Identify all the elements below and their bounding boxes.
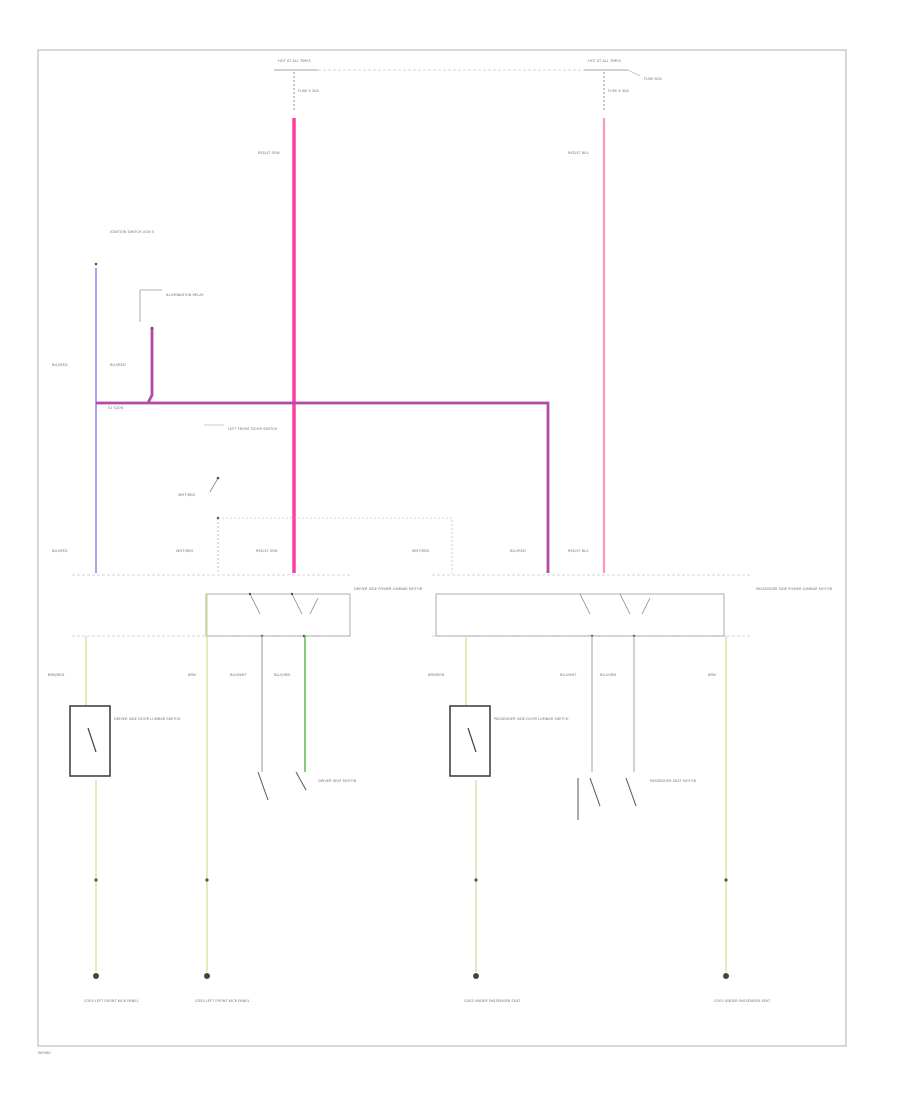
svg-text:FUSE BOX: FUSE BOX [644, 77, 662, 81]
svg-text:WHT/RED: WHT/RED [412, 549, 429, 553]
ground-1: G303 LEFT FRONT KICK PANEL [84, 973, 139, 1003]
svg-text:BRN: BRN [188, 673, 196, 677]
svg-text:DRIVER SIDE DOOR LUMBAR SWITCH: DRIVER SIDE DOOR LUMBAR SWITCH [114, 717, 181, 721]
svg-text:WHT/RED: WHT/RED [176, 549, 193, 553]
passenger-motor-module: PASSENGER SIDE POWER LUMBAR MOTOR [435, 587, 833, 638]
svg-text:BLU/WHT: BLU/WHT [230, 673, 247, 677]
svg-text:ILLUMINATION RELAY: ILLUMINATION RELAY [166, 293, 204, 297]
ground-4: G303 UNDER PASSENGER SEAT [714, 973, 771, 1003]
door-switch: LEFT FRONT DOOR SWITCH WHT/RED [178, 424, 453, 573]
svg-text:DRIVER SIDE POWER LUMBAR MOTOR: DRIVER SIDE POWER LUMBAR MOTOR [354, 587, 423, 591]
illumination-relay: ILLUMINATION RELAY [139, 289, 204, 330]
svg-text:RED/LT BLU: RED/LT BLU [568, 151, 589, 155]
passenger-door-switch: PASSENGER SIDE DOOR LUMBAR SWITCH [449, 705, 569, 777]
svg-text:G303 LEFT FRONT KICK PANEL: G303 LEFT FRONT KICK PANEL [195, 999, 250, 1003]
diagram-frame [37, 49, 847, 1047]
svg-text:G303 UNDER PASSENGER SEAT: G303 UNDER PASSENGER SEAT [464, 999, 521, 1003]
svg-text:PASSENGER SEAT MOTOR: PASSENGER SEAT MOTOR [650, 779, 697, 783]
svg-text:BLU/WHT: BLU/WHT [560, 673, 577, 677]
splice-4 [724, 878, 728, 882]
svg-text:LEFT FRONT DOOR SWITCH: LEFT FRONT DOOR SWITCH [228, 427, 277, 431]
svg-text:BLU/RED: BLU/RED [110, 363, 126, 367]
splice-2 [205, 878, 209, 882]
driver-door-switch: DRIVER SIDE DOOR LUMBAR SWITCH [69, 705, 181, 777]
fuse-block-left: HOT AT ALL TIMES FUSE 5 30A [274, 59, 584, 112]
svg-text:IGNITION SWITCH (IGN I): IGNITION SWITCH (IGN I) [110, 230, 155, 234]
svg-text:BRN/RED: BRN/RED [48, 673, 65, 677]
driver-motor-module: DRIVER SIDE POWER LUMBAR MOTOR [205, 587, 423, 638]
svg-text:BLU/GRN: BLU/GRN [274, 673, 290, 677]
svg-text:RED/LT GRN: RED/LT GRN [256, 549, 278, 553]
footer-code: W5560 [38, 1051, 51, 1055]
svg-text:G303 UNDER PASSENGER SEAT: G303 UNDER PASSENGER SEAT [714, 999, 771, 1003]
svg-text:HOT AT ALL TIMES: HOT AT ALL TIMES [278, 59, 312, 63]
ground-3: G303 UNDER PASSENGER SEAT [464, 973, 521, 1003]
wire-purple [96, 328, 550, 573]
passenger-seat-motor: PASSENGER SEAT MOTOR [577, 777, 697, 820]
svg-text:RED/LT GRN: RED/LT GRN [258, 151, 280, 155]
svg-text:PASSENGER SIDE POWER LUMBAR MO: PASSENGER SIDE POWER LUMBAR MOTOR [756, 587, 833, 591]
svg-text:FUSE 5 30A: FUSE 5 30A [298, 89, 319, 93]
svg-text:S1 S206: S1 S206 [108, 406, 124, 410]
svg-text:BLU/RED: BLU/RED [52, 549, 68, 553]
ignition-switch: IGNITION SWITCH (IGN I) [94, 230, 155, 266]
driver-seat-motor: DRIVER SEAT MOTOR [257, 771, 357, 801]
svg-text:PASSENGER SIDE DOOR LUMBAR SWI: PASSENGER SIDE DOOR LUMBAR SWITCH [494, 717, 569, 721]
splice-1 [94, 878, 98, 882]
svg-text:RED/LT BLU: RED/LT BLU [568, 549, 589, 553]
fuse-block-right: HOT AT ALL TIMES FUSE BOX FUSE 6 30A [584, 59, 662, 112]
splice-3 [474, 878, 478, 882]
svg-text:BRN: BRN [708, 673, 716, 677]
svg-text:FUSE 6 30A: FUSE 6 30A [608, 89, 629, 93]
svg-text:WHT/RED: WHT/RED [178, 493, 195, 497]
svg-text:BRN/RED: BRN/RED [428, 673, 445, 677]
svg-text:BLU/GRN: BLU/GRN [600, 673, 616, 677]
svg-text:BLU/RED: BLU/RED [510, 549, 526, 553]
svg-text:HOT AT ALL TIMES: HOT AT ALL TIMES [588, 59, 622, 63]
svg-text:BLU/RED: BLU/RED [52, 363, 68, 367]
svg-text:G303 LEFT FRONT KICK PANEL: G303 LEFT FRONT KICK PANEL [84, 999, 139, 1003]
ground-2: G303 LEFT FRONT KICK PANEL [195, 973, 250, 1003]
svg-text:DRIVER SEAT MOTOR: DRIVER SEAT MOTOR [318, 779, 357, 783]
